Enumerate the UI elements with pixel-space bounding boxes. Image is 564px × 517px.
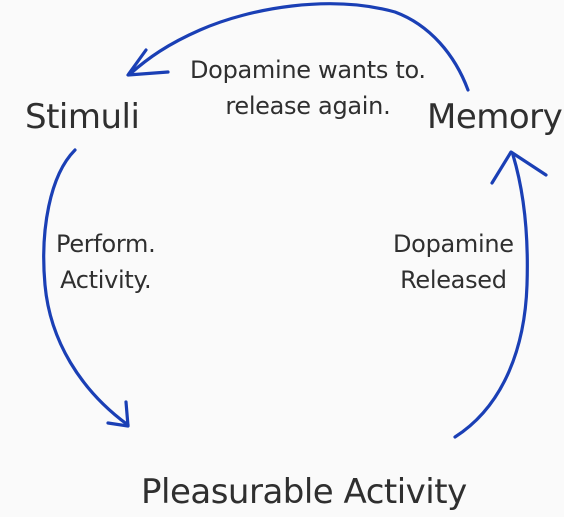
node-memory: Memory [427,97,563,137]
arrow-memory-to-stimuli [128,2,470,92]
node-pleasurable-activity: Pleasurable Activity [141,472,467,512]
edge-label-top-line1: Dopamine wants to. [190,56,426,84]
arrowhead-memory [490,150,548,185]
node-stimuli: Stimuli [25,97,140,137]
edge-label-left-line1: Perform. [56,230,156,258]
arrow-activity-to-memory [453,153,529,439]
arrowhead-activity [106,400,130,428]
edge-label-left: Perform. Activity. [56,230,156,294]
arrowhead-stimuli [126,48,170,77]
edge-label-right: Dopamine Released [393,232,514,292]
arrow-stimuli-to-activity [42,148,130,427]
edge-label-right-line1: Dopamine [393,230,514,258]
edge-label-top: Dopamine wants to. release again. [190,58,426,118]
edge-label-top-line2: release again. [225,92,391,120]
edge-label-left-line2: Activity. [60,266,152,294]
edge-label-right-line2: Released [400,266,507,294]
